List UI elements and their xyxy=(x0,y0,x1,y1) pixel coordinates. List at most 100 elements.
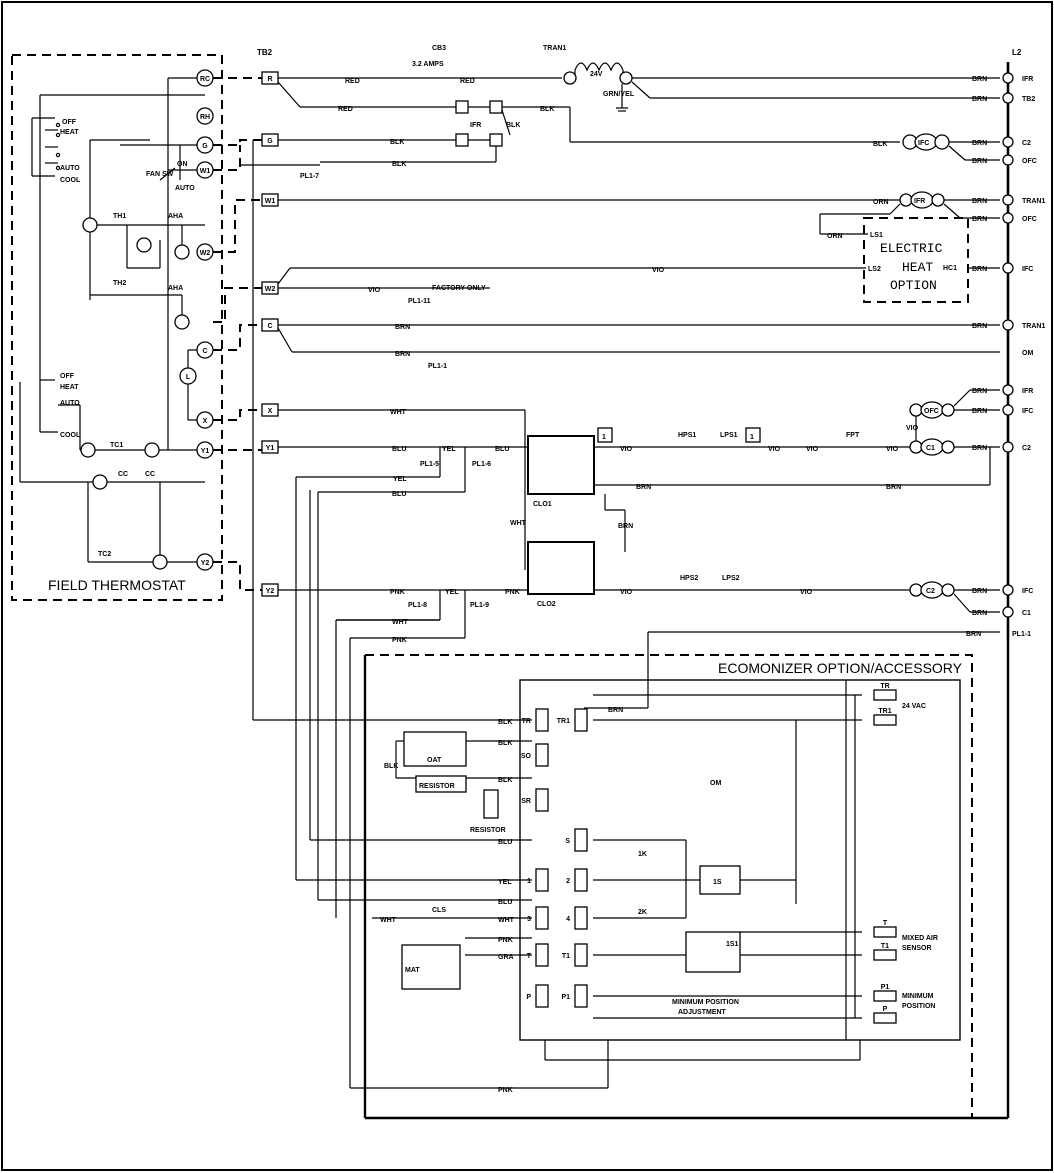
om-terminal-label: TR1 xyxy=(557,718,570,725)
tb2-terminal-w2: W2 xyxy=(261,281,279,295)
svg-text:CLO1: CLO1 xyxy=(533,501,552,508)
svg-text:IFC: IFC xyxy=(918,140,929,147)
tstat-terminal-w1: W1 xyxy=(196,161,214,179)
brn-wire-label: BRN xyxy=(972,408,987,415)
brn-wire-label: BRN xyxy=(972,140,987,147)
l2-label-ifc: IFC BRN xyxy=(972,404,1033,416)
svg-text:ON: ON xyxy=(177,161,188,168)
brn-wire-label: BRN xyxy=(972,388,987,395)
l2-terminal-label: IFC xyxy=(1022,588,1033,595)
l2-terminal-label: TRAN1 xyxy=(1022,198,1045,205)
om-terminal-s: S xyxy=(565,828,588,852)
om-terminal-label: P xyxy=(526,994,531,1001)
tstat-terminal-label: Y2 xyxy=(201,560,210,567)
tstat-terminal-label: G xyxy=(202,143,208,150)
brn-wire-label: BRN xyxy=(972,216,987,223)
tb2-terminal-label: Y2 xyxy=(266,588,275,595)
svg-text:24V: 24V xyxy=(590,71,603,78)
l2-terminal-label: C1 xyxy=(1022,610,1031,617)
svg-text:CB3: CB3 xyxy=(432,45,446,52)
brn-wire-label: BRN xyxy=(972,588,987,595)
svg-text:BLK: BLK xyxy=(384,763,398,770)
svg-text:FAN SW: FAN SW xyxy=(146,171,174,178)
tb2-terminal-label: R xyxy=(267,76,272,83)
svg-text:OPTION: OPTION xyxy=(890,278,937,293)
om-terminal-label: SR xyxy=(521,798,531,805)
svg-text:MIXED AIR: MIXED AIR xyxy=(902,935,938,942)
field-thermostat: FIELD THERMOSTAT OFF HEAT AUTO COOL FAN … xyxy=(11,54,223,601)
svg-text:WHT: WHT xyxy=(380,917,397,924)
tb2-label: TB2 xyxy=(257,48,273,57)
om-terminal-3: 3 xyxy=(527,906,549,930)
tb2-terminal-w1: W1 xyxy=(261,193,279,207)
ecm-terminal-t: T xyxy=(873,920,897,938)
economizer-title: ECOMONIZER OPTION/ACCESSORY xyxy=(718,660,963,676)
svg-text:GRN/YEL: GRN/YEL xyxy=(603,91,635,98)
svg-text:TC1: TC1 xyxy=(110,442,123,449)
tb2-terminal-label: Y1 xyxy=(266,445,275,452)
svg-text:BLU: BLU xyxy=(392,491,406,498)
tstat-terminal-label: W1 xyxy=(200,168,211,175)
svg-text:HPS2: HPS2 xyxy=(680,575,698,582)
l2-terminal-label: OFC xyxy=(1022,216,1037,223)
svg-text:PNK: PNK xyxy=(498,1087,513,1094)
svg-text:PNK: PNK xyxy=(505,589,520,596)
svg-text:OFF: OFF xyxy=(62,119,77,126)
svg-text:VIO: VIO xyxy=(620,446,633,453)
svg-text:ELECTRIC: ELECTRIC xyxy=(880,241,943,256)
svg-text:BLK: BLK xyxy=(506,122,520,129)
svg-text:PL1-8: PL1-8 xyxy=(408,602,427,609)
tstat-terminal-rc: RC xyxy=(196,69,214,87)
svg-text:MINIMUM POSITION: MINIMUM POSITION xyxy=(672,999,739,1006)
svg-text:PL1-1: PL1-1 xyxy=(1012,631,1031,638)
tstat-terminal-rh: RH xyxy=(196,107,214,125)
svg-text:WHT: WHT xyxy=(390,409,407,416)
svg-text:PL1-6: PL1-6 xyxy=(472,461,491,468)
svg-text:1S1: 1S1 xyxy=(726,941,739,948)
l2-terminal-label: OFC xyxy=(1022,158,1037,165)
svg-text:C1: C1 xyxy=(926,445,935,452)
svg-text:BLU: BLU xyxy=(498,899,512,906)
om-terminal-label: 1 xyxy=(527,878,531,885)
control-wiring: RED CB3 3.2 AMPS RED TRAN1 24V GRN/YEL R… xyxy=(240,45,1031,1088)
svg-text:LS1: LS1 xyxy=(870,232,883,239)
svg-text:BLK: BLK xyxy=(390,139,404,146)
svg-text:1: 1 xyxy=(602,434,606,441)
tstat-terminal-label: C xyxy=(202,348,207,355)
ecm-terminal-tr1: TR1 xyxy=(873,708,897,726)
svg-text:1K: 1K xyxy=(638,851,647,858)
svg-text:WHT: WHT xyxy=(498,917,515,924)
svg-text:PNK: PNK xyxy=(392,637,407,644)
l2-terminal-label: C2 xyxy=(1022,140,1031,147)
om-terminal-sr: SR xyxy=(521,788,549,812)
svg-text:RESISTOR: RESISTOR xyxy=(419,783,455,790)
svg-text:HC1: HC1 xyxy=(943,265,957,272)
svg-text:VIO: VIO xyxy=(768,446,781,453)
l2-terminal-label: IFC xyxy=(1022,408,1033,415)
svg-text:BRN: BRN xyxy=(886,484,901,491)
svg-text:LPS2: LPS2 xyxy=(722,575,740,582)
om-terminal-label: TR xyxy=(522,718,531,725)
tstat-terminal-w2: W2 xyxy=(196,243,214,261)
tstat-terminal-label: RH xyxy=(200,114,210,121)
svg-text:ORN: ORN xyxy=(873,199,889,206)
svg-text:HEAT: HEAT xyxy=(902,260,933,275)
tb2-terminal-c: C xyxy=(261,318,279,332)
right-labels: IFRBRNTB2BRNC2BRNOFCBRNTRAN1BRNOFCBRNIFC… xyxy=(972,72,1045,618)
svg-text:BRN: BRN xyxy=(618,523,633,530)
svg-text:COOL: COOL xyxy=(60,177,81,184)
om-terminal-label: 2 xyxy=(566,878,570,885)
svg-text:OFF: OFF xyxy=(60,373,75,380)
svg-text:BLK: BLK xyxy=(392,161,406,168)
svg-text:BLK: BLK xyxy=(498,740,512,747)
svg-text:PL1-9: PL1-9 xyxy=(470,602,489,609)
